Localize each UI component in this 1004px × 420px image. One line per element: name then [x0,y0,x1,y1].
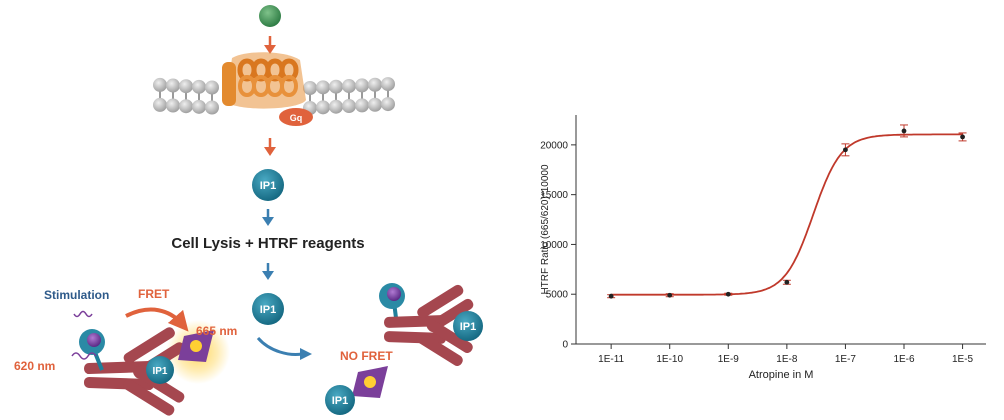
fit-curve [611,133,963,296]
lysis-label: Cell Lysis + HTRF reagents [171,235,364,252]
lipid-head [381,77,395,92]
yellow-bead [364,376,376,388]
x-tick-label: 1E-8 [776,354,798,365]
gpcr-receptor [222,52,306,109]
y-axis-label: HTRF Ratio (665/620)*10000 [540,164,551,295]
fret-complex: IP1 [71,310,230,416]
lipid-head [303,81,317,95]
lipid-head [192,99,206,114]
yellow-bead [190,340,202,352]
lipid-head [316,100,330,115]
x-tick-label: 1E-11 [598,354,624,365]
data-point [900,124,908,138]
lipid-head [368,77,382,92]
lipid-head [355,78,369,93]
competition-arrow [256,336,312,360]
y-tick-label: 0 [562,340,568,351]
y-tick-label: 20000 [540,140,568,151]
data-point [958,132,967,142]
fret-arrow [125,307,189,332]
ip1-ball [453,311,483,341]
ip1-label: IP1 [460,321,477,333]
lipid-head [329,79,343,94]
fret-label: FRET [138,287,170,301]
lipid-head [166,98,180,113]
lipid-head [316,80,330,95]
x-tick-label: 1E-10 [656,354,683,365]
data-point [665,292,674,298]
data-point [607,293,616,299]
data-marker [843,147,848,153]
ip1-ball [146,356,174,384]
y-tick-label: 10000 [540,240,568,251]
data-marker [901,128,907,134]
lipid-head [153,97,167,112]
wavelength-620-label: 620 nm [14,359,55,373]
gq-label: Gq [290,113,303,123]
lipid-head [179,79,193,94]
ligand-ball [259,5,281,27]
lipid-head [205,80,219,95]
data-marker [608,293,614,299]
lipid-head [153,77,167,92]
ip1-label: IP1 [260,180,277,192]
data-marker [960,134,965,140]
data-points [607,124,967,299]
data-point [782,279,791,285]
antibody [383,284,474,366]
lipid-head [179,99,193,114]
down-arrow-3 [262,209,274,226]
ip1-label: IP1 [152,366,167,377]
data-point [841,143,850,157]
assay-diagram: Gq IP1 Cell Lysis + HTRF reagents IP1 [14,5,483,416]
no-fret-label: NO FRET [340,349,393,363]
lipid-head [381,97,395,112]
ip1-label: IP1 [260,304,277,316]
y-ticks: 0 5000 10000 15000 20000 [540,140,576,351]
data-marker [667,292,673,298]
lipid-head [329,99,343,114]
lipid-head [355,98,369,113]
ip1-ball [252,169,284,201]
ip1-ball [252,293,284,325]
y-tick-label: 15000 [540,190,568,201]
lipid-head [192,79,206,94]
data-marker [725,291,731,297]
x-ticks: 1E-11 1E-10 1E-9 1E-8 1E-7 1E-6 1E-5 [598,344,974,365]
data-marker [784,279,790,285]
cell-membrane [153,77,395,115]
data-point [724,291,733,297]
x-tick-label: 1E-6 [893,354,915,365]
excitation-squiggle [73,310,93,318]
x-axis-label: Atropine in M [749,369,814,381]
lipid-head [368,97,382,112]
x-tick-label: 1E-9 [718,354,740,365]
purple-bead [87,333,101,347]
y-tick-label: 5000 [546,290,569,301]
competition-complex: IP1 [379,283,483,366]
x-tick-label: 1E-5 [952,354,974,365]
purple-bead [387,287,401,301]
x-tick-label: 1E-7 [835,354,857,365]
lipid-head [342,99,356,114]
excitation-squiggle [71,352,97,360]
ip1-ball [325,385,355,415]
down-arrow-2 [264,138,276,156]
down-arrow-1 [264,36,276,54]
lipid-head [342,79,356,94]
down-arrow-4 [262,263,274,280]
stimulation-label: Stimulation [44,288,109,302]
ip1-label: IP1 [332,395,349,407]
free-acceptor-complex: IP1 [325,366,388,415]
gq-protein [279,108,313,126]
wavelength-665-label: 665 nm [196,324,237,338]
lipid-head [205,100,219,115]
lipid-head [166,78,180,93]
